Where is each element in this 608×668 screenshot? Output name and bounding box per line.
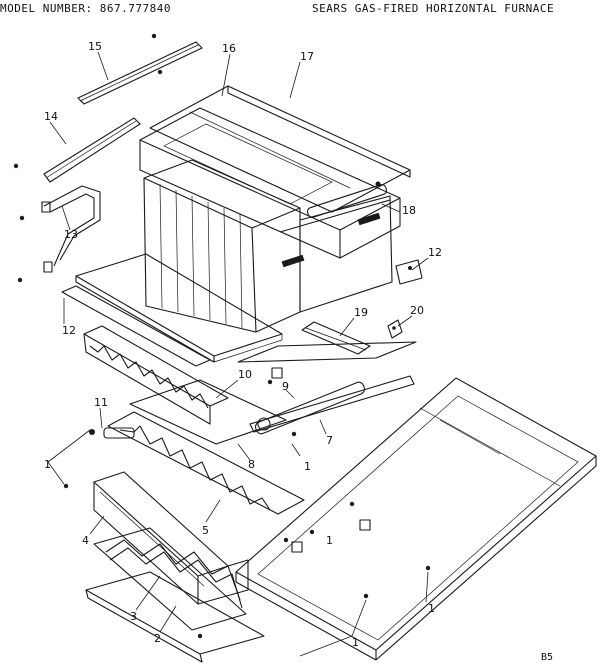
callout-17: 17 [300, 50, 314, 63]
part-20-clip [387, 319, 403, 339]
part-10-shield [83, 325, 229, 425]
callout-4: 4 [82, 534, 89, 547]
callout-15: 15 [88, 40, 102, 53]
leader-lines [47, 51, 429, 657]
callout-19: 19 [354, 306, 368, 319]
callout-2: 2 [154, 632, 161, 645]
callout-10: 10 [238, 368, 252, 381]
heat-exchanger [143, 159, 393, 333]
part-9-manifold [237, 341, 417, 435]
model-number-header: MODEL NUMBER: 867.777840 [0, 2, 171, 15]
callout-9: 9 [282, 380, 289, 393]
part-13-bracket [17, 185, 101, 283]
cabinet-base-frame [235, 377, 597, 661]
model-number-label: MODEL NUMBER: [0, 2, 93, 15]
screws [63, 367, 431, 639]
part-3-filter [93, 527, 247, 631]
model-number-value: 867.777840 [99, 2, 171, 15]
callout-14: 14 [44, 110, 58, 123]
part-18-tube [306, 181, 388, 218]
diagram-title: SEARS GAS-FIRED HORIZONTAL FURNACE [312, 2, 555, 15]
callout-1-center: 1 [304, 460, 311, 473]
callout-20: 20 [410, 304, 424, 317]
callout-12-right: 12 [428, 246, 442, 259]
part-19-bracket [301, 321, 371, 355]
part-2-base-pan [85, 571, 265, 663]
callout-11: 11 [94, 396, 108, 409]
part-12-left-rail [61, 285, 211, 367]
callout-5: 5 [202, 524, 209, 537]
part-12-right-bracket [395, 259, 423, 285]
callout-1-bottom: 1 [352, 636, 359, 649]
callouts: 15 16 17 14 13 18 12 12 19 20 10 9 11 7 … [44, 40, 442, 649]
callout-8: 8 [248, 458, 255, 471]
part-14-side-rail [13, 117, 141, 183]
callout-18: 18 [402, 204, 416, 217]
part-15-top-rail [77, 33, 203, 105]
callout-16: 16 [222, 42, 236, 55]
callout-1-left: 1 [44, 458, 51, 471]
bottom-plate [75, 253, 283, 363]
callout-12-left: 12 [62, 324, 76, 337]
part-11-orifice [89, 427, 135, 439]
callout-3: 3 [130, 610, 137, 623]
part-17-top-cover [149, 85, 411, 213]
part-5-burner-tray [107, 379, 305, 515]
callout-1-right: 1 [428, 602, 435, 615]
callout-13: 13 [64, 228, 78, 241]
page-code: B5 [541, 652, 554, 663]
callout-1-mid: 1 [326, 534, 333, 547]
callout-7: 7 [326, 434, 333, 447]
